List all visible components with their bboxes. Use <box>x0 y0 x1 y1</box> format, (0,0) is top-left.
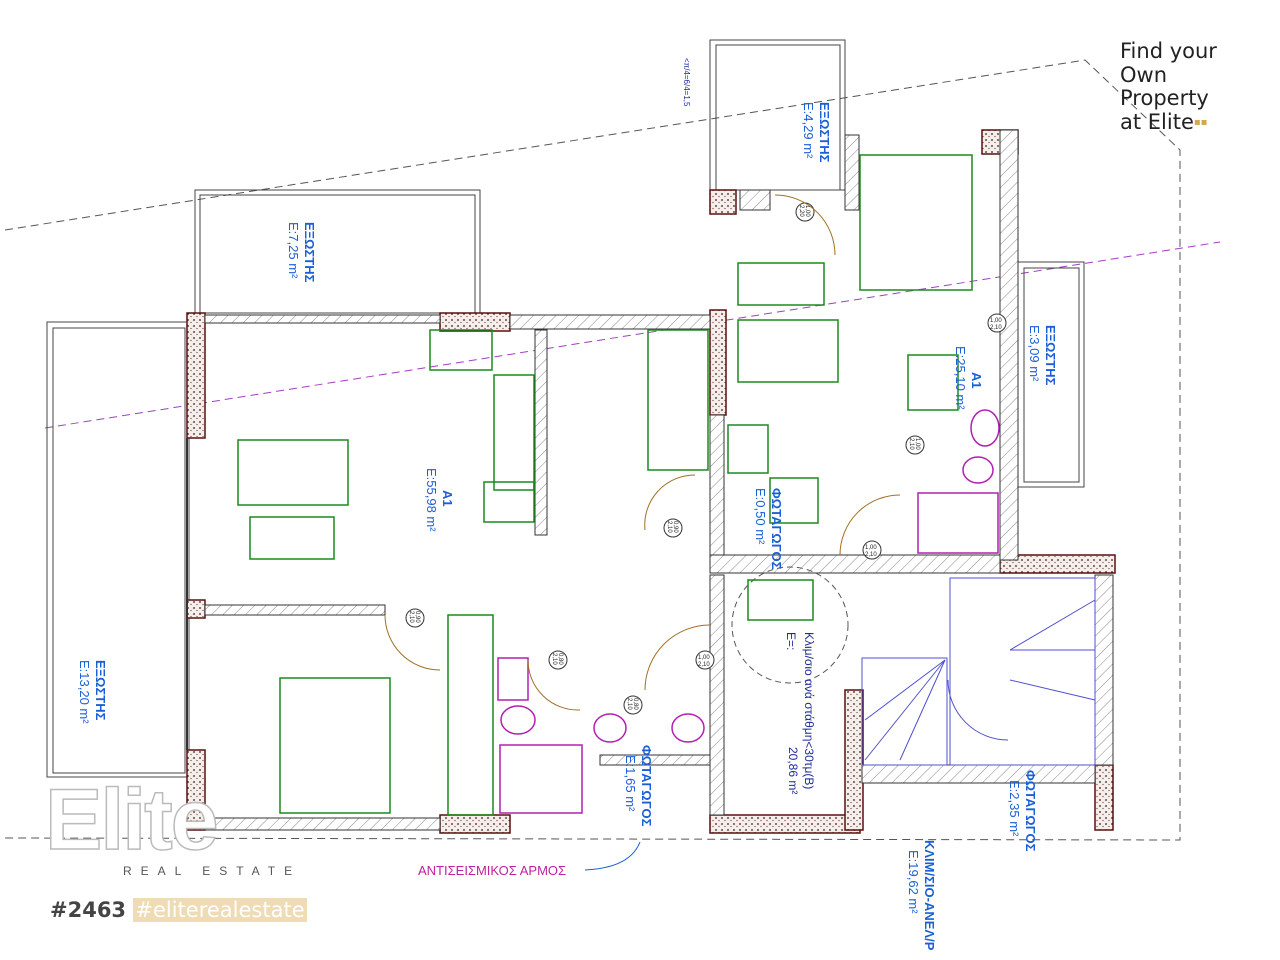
walls <box>186 129 1116 834</box>
svg-text:1,00: 1,00 <box>990 318 1002 324</box>
furniture <box>237 154 973 816</box>
logo-dots-icon: ▪▪ <box>1193 116 1208 128</box>
coffee-table <box>249 516 335 560</box>
joint-arrow <box>584 841 641 871</box>
svg-text:1,00: 1,00 <box>698 655 710 661</box>
balconies <box>46 39 1085 778</box>
promo-line: at Elite <box>1120 109 1194 134</box>
door-tag: 0,902,10 <box>663 518 683 538</box>
svg-text:Ε:55,98 m²: Ε:55,98 m² <box>424 468 439 532</box>
door-tag: 1,002,10 <box>905 435 925 455</box>
svg-text:0,90: 0,90 <box>672 521 678 533</box>
hashtag: #eliterealestate <box>133 898 307 922</box>
apartment-label-small: A1Ε:25,10 m² <box>953 346 984 410</box>
bed-bedroom <box>279 677 391 814</box>
sink <box>429 329 493 371</box>
door-tag: 1,002,10 <box>862 540 882 560</box>
svg-text:2,10: 2,10 <box>865 552 877 558</box>
listing-tag: #2463 #eliterealestate <box>50 898 307 922</box>
door-tag: 0,902,10 <box>405 608 425 628</box>
svg-text:ΕΞΩΣΤΗΣ: ΕΞΩΣΤΗΣ <box>817 102 832 163</box>
svg-text:2,10: 2,10 <box>698 662 710 668</box>
svg-text:A1: A1 <box>440 490 455 507</box>
svg-text:ΕΞΩΣΤΗΣ: ΕΞΩΣΤΗΣ <box>93 660 108 721</box>
stove <box>493 374 535 491</box>
stair-elevator-label: ΚΛΙΜ/ΣΙΟ-ΑΝΕΛ/ΡΕ:19,62 m² <box>906 840 937 951</box>
svg-text:ΦΩΤΑΓΩΓΟΣ: ΦΩΤΑΓΩΓΟΣ <box>769 488 784 570</box>
logo-subtitle: REAL ESTATE <box>123 864 302 878</box>
svg-text:2,10: 2,10 <box>626 698 632 710</box>
promo-line: Property <box>1120 86 1209 110</box>
svg-text:1,00: 1,00 <box>865 545 877 551</box>
svg-text:0,90: 0,90 <box>414 611 420 623</box>
door-tag: 1,002,20 <box>795 202 815 222</box>
svg-text:Ε:2,35 m²: Ε:2,35 m² <box>1007 780 1022 837</box>
promo-line: Own <box>1120 62 1168 87</box>
door-tag: 0,802,10 <box>623 695 643 715</box>
sanitary <box>497 409 1000 814</box>
svg-text:1,00: 1,00 <box>804 205 810 217</box>
door-swings <box>384 194 901 711</box>
seismic-joint-label: ΑΝΤΙΣΕΙΣΜΙΚΟΣ ΑΡΜΟΣ <box>418 863 566 878</box>
sofa <box>237 439 349 506</box>
svg-text:Ε=:: Ε=: <box>784 632 798 650</box>
svg-text:0,80: 0,80 <box>557 653 563 665</box>
svg-text:2,10: 2,10 <box>908 438 914 450</box>
shower <box>917 492 999 554</box>
svg-text:Ε:1,65 m²: Ε:1,65 m² <box>623 755 638 812</box>
svg-text:Ε:19,62 m²: Ε:19,62 m² <box>906 850 921 914</box>
svg-text:2,10: 2,10 <box>990 325 1002 331</box>
svg-text:ΕΞΩΣΤΗΣ: ΕΞΩΣΤΗΣ <box>1043 325 1058 386</box>
svg-text:Ε:7,25 m²: Ε:7,25 m² <box>286 222 301 279</box>
svg-text:Ε:25,10 m²: Ε:25,10 m² <box>953 346 968 410</box>
double-bed <box>859 154 973 291</box>
svg-text:2,10: 2,10 <box>666 521 672 533</box>
apartment-label-large: A1Ε:55,98 m² <box>424 468 455 532</box>
promo-text: Find your Own Property at Elite▪▪ <box>1120 39 1217 134</box>
elite-logo: Elite REAL ESTATE <box>44 772 345 878</box>
svg-text:A1: A1 <box>969 372 984 389</box>
door-tag: 1,002,10 <box>695 650 715 670</box>
svg-text:20,86 m²: 20,86 m² <box>786 747 800 794</box>
svg-text:2,10: 2,10 <box>408 611 414 623</box>
svg-text:0,80: 0,80 <box>632 698 638 710</box>
stair-level-label: Κλιμ/σιο ανά στάθμη<30τμ(Β)20,86 m² Ε=: <box>784 632 816 794</box>
staircase <box>731 566 1096 766</box>
svg-text:1,00: 1,00 <box>914 438 920 450</box>
promo-line: Find your <box>1120 39 1217 63</box>
svg-text:2,20: 2,20 <box>798 205 804 217</box>
svg-text:Κλιμ/σιο ανά στάθμη<30τμ(Β): Κλιμ/σιο ανά στάθμη<30τμ(Β) <box>802 632 816 789</box>
bathtub <box>499 744 583 814</box>
sofa-small <box>737 319 839 383</box>
logo-wordmark: Elite <box>44 772 219 868</box>
svg-text:ΕΞΩΣΤΗΣ: ΕΞΩΣΤΗΣ <box>302 222 317 283</box>
setback-label: <π/4=6/4=1,5 <box>682 58 691 107</box>
svg-text:Ε:13,20 m²: Ε:13,20 m² <box>77 660 92 724</box>
wardrobe <box>447 614 494 816</box>
svg-text:ΦΩΤΑΓΩΓΟΣ: ΦΩΤΑΓΩΓΟΣ <box>1023 770 1038 852</box>
listing-id: #2463 <box>50 898 127 922</box>
svg-text:<π/4=6/4=1,5: <π/4=6/4=1,5 <box>682 58 691 107</box>
svg-text:ΦΩΤΑΓΩΓΟΣ: ΦΩΤΑΓΩΓΟΣ <box>639 745 654 827</box>
svg-text:Ε:3,09 m²: Ε:3,09 m² <box>1027 325 1042 382</box>
door-tag: 1,002,10 <box>987 313 1007 333</box>
wheelchair <box>747 579 814 621</box>
svg-text:Ε:0,50 m²: Ε:0,50 m² <box>753 488 768 545</box>
door-tag: 0,802,10 <box>548 650 568 670</box>
single-bed <box>647 329 709 471</box>
svg-text:Ε:4,29 m²: Ε:4,29 m² <box>801 102 816 159</box>
svg-text:2,10: 2,10 <box>551 653 557 665</box>
svg-text:ΚΛΙΜ/ΣΙΟ-ΑΝΕΛ/Ρ: ΚΛΙΜ/ΣΙΟ-ΑΝΕΛ/Ρ <box>922 840 937 951</box>
